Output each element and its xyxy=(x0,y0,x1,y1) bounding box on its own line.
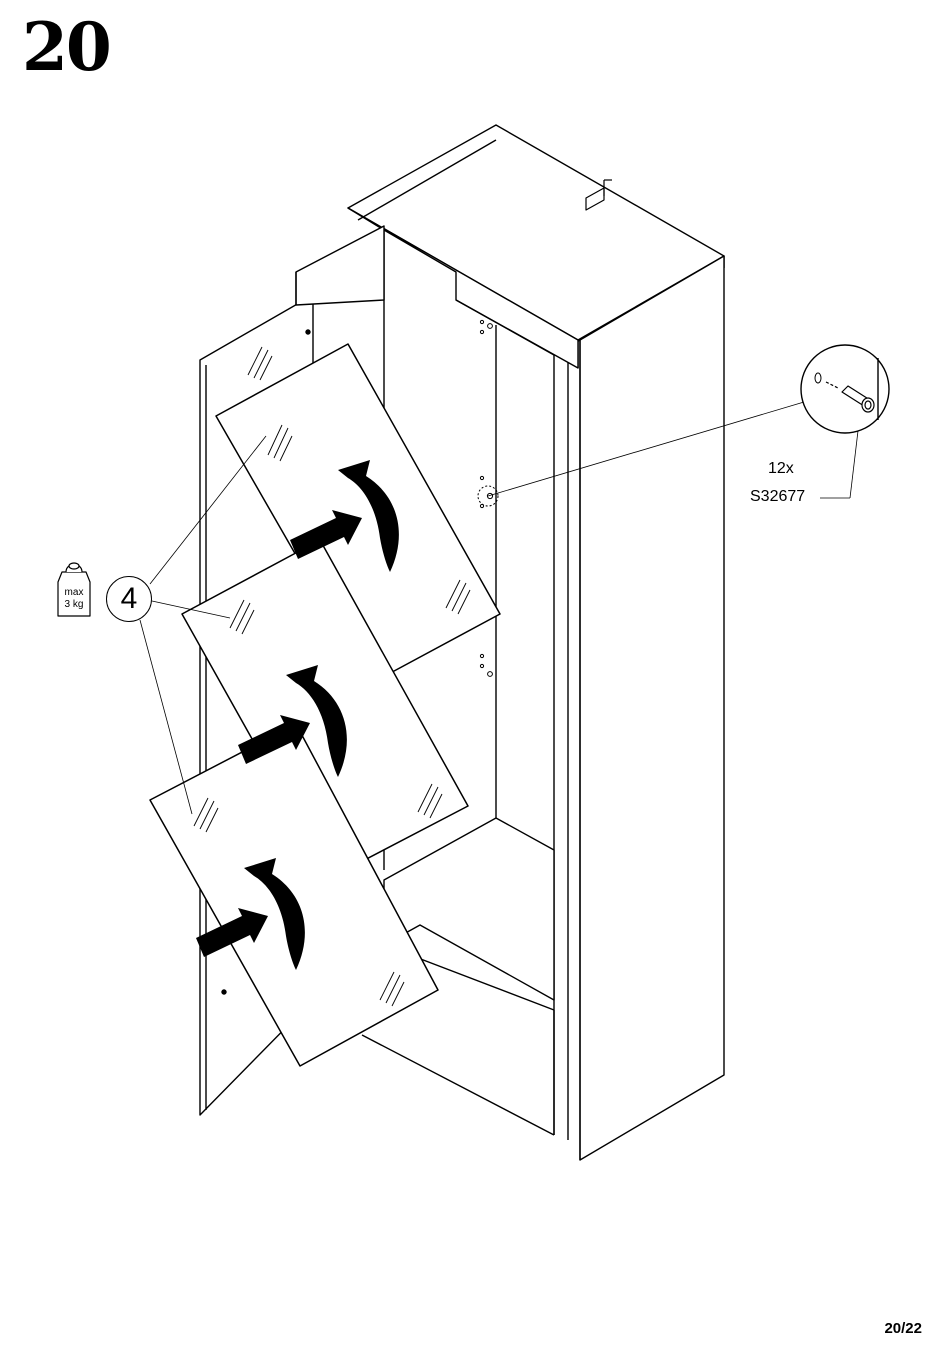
part-code: S32677 xyxy=(750,488,805,506)
shelf-quantity-badge: 4 xyxy=(106,576,152,622)
part-quantity: 12x xyxy=(768,460,794,478)
weight-max-label: max xyxy=(56,588,92,598)
cabinet-right-side xyxy=(554,256,724,1160)
detail-callout xyxy=(801,345,889,433)
weight-limit-value: 3 kg xyxy=(56,600,92,610)
page-number: 20/22 xyxy=(884,1320,922,1337)
